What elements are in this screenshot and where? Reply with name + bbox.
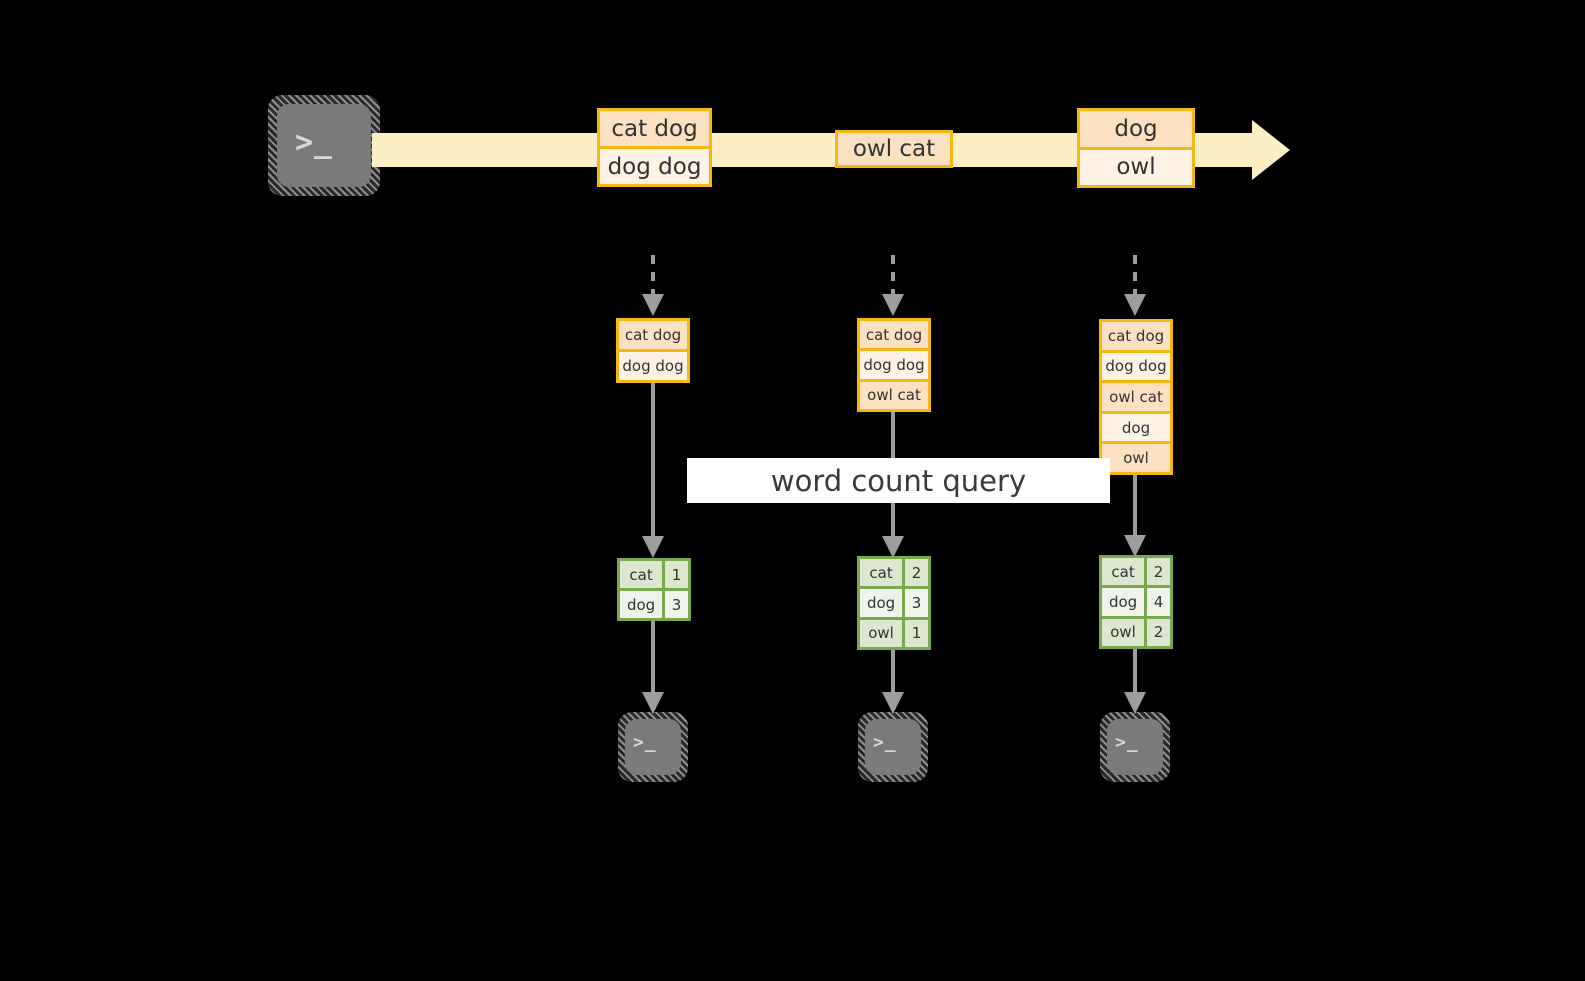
source-terminal-icon: >_ (268, 95, 380, 196)
snapshot-3-input-table: cat dog dog dog owl cat dog owl (1099, 319, 1173, 475)
result-count: 3 (902, 589, 928, 617)
arrow-head (882, 294, 904, 316)
snapshot-input-row: owl (1102, 441, 1170, 472)
result-row: dog 3 (620, 588, 688, 618)
snapshot-input-row: owl cat (860, 378, 928, 409)
terminal-body (277, 104, 371, 187)
terminal-body (865, 719, 921, 775)
snapshot-3-sink-arrow (1123, 649, 1147, 714)
terminal-body (1107, 719, 1163, 775)
record-cell: dog dog (600, 146, 709, 184)
arrow-shaft (1133, 475, 1137, 537)
snapshot-1-sink-terminal-icon: >_ (618, 712, 688, 782)
stream-record-1: cat dog dog dog (597, 108, 712, 187)
result-row: cat 2 (1102, 558, 1170, 586)
snapshot-2-sink-terminal-icon: >_ (858, 712, 928, 782)
stream-record-2: owl cat (835, 130, 953, 168)
record-cell: dog (1080, 111, 1192, 147)
result-count: 4 (1144, 588, 1170, 616)
result-count: 1 (902, 619, 928, 647)
record-cell: cat dog (600, 111, 709, 146)
snapshot-2-input-table: cat dog dog dog owl cat (857, 318, 931, 412)
snapshot-3-sink-terminal-icon: >_ (1100, 712, 1170, 782)
arrow-shaft (891, 650, 895, 694)
result-word: dog (860, 589, 903, 617)
result-count: 2 (1144, 558, 1170, 586)
snapshot-1-result-table: cat 1 dog 3 (617, 558, 691, 621)
terminal-prompt-glyph: >_ (633, 732, 657, 753)
arrow-head (1124, 294, 1146, 316)
snapshot-2-sink-arrow (881, 650, 905, 714)
snapshot-1-sink-arrow (641, 621, 665, 714)
stream-record-3: dog owl (1077, 108, 1195, 188)
result-word: cat (620, 561, 663, 588)
arrow-head (1124, 535, 1146, 557)
stream-to-snapshot-arrow-2 (881, 255, 905, 316)
arrow-shaft (651, 621, 655, 694)
result-word: dog (1102, 588, 1145, 616)
arrow-shaft (651, 255, 655, 299)
result-word: owl (860, 619, 903, 647)
terminal-prompt-glyph: >_ (295, 125, 334, 160)
terminal-prompt-glyph: >_ (1115, 732, 1139, 753)
result-count: 2 (902, 559, 928, 587)
arrow-shaft (651, 383, 655, 538)
result-word: owl (1102, 618, 1145, 646)
stream-to-snapshot-arrow-1 (641, 255, 665, 316)
arrow-shaft (1133, 649, 1137, 694)
snapshot-1-input-table: cat dog dog dog (616, 318, 690, 383)
snapshot-input-row: dog (1102, 410, 1170, 442)
record-cell: owl cat (838, 133, 950, 165)
stream-to-snapshot-arrow-3 (1123, 255, 1147, 316)
result-row: owl 1 (860, 616, 928, 647)
result-row: cat 2 (860, 559, 928, 587)
arrow-head (642, 692, 664, 714)
snapshot-2-result-table: cat 2 dog 3 owl 1 (857, 556, 931, 650)
snapshot-input-row: dog dog (860, 348, 928, 379)
snapshot-3-query-arrow (1123, 475, 1147, 557)
query-label-banner: word count query (687, 458, 1110, 503)
terminal-prompt-glyph: >_ (873, 732, 897, 753)
snapshot-input-row: cat dog (860, 321, 928, 349)
record-cell: owl (1080, 146, 1192, 185)
result-count: 3 (662, 591, 688, 618)
result-count: 2 (1144, 618, 1170, 646)
result-row: dog 3 (860, 586, 928, 617)
snapshot-input-row: cat dog (619, 321, 687, 349)
result-word: dog (620, 591, 663, 618)
arrow-head (642, 294, 664, 316)
arrow-head (642, 536, 664, 558)
result-row: owl 2 (1102, 615, 1170, 646)
snapshot-input-row: owl cat (1102, 380, 1170, 411)
arrow-shaft (1133, 255, 1137, 299)
result-word: cat (860, 559, 903, 587)
result-row: dog 4 (1102, 585, 1170, 616)
snapshot-1-query-arrow (641, 383, 665, 558)
terminal-body (625, 719, 681, 775)
stream-arrowhead (1252, 120, 1290, 180)
snapshot-input-row: cat dog (1102, 322, 1170, 350)
result-row: cat 1 (620, 561, 688, 588)
snapshot-3-result-table: cat 2 dog 4 owl 2 (1099, 555, 1173, 649)
arrow-shaft (891, 255, 895, 299)
arrow-head (1124, 692, 1146, 714)
arrow-head (882, 536, 904, 558)
arrow-head (882, 692, 904, 714)
result-count: 1 (662, 561, 688, 588)
snapshot-input-row: dog dog (1102, 349, 1170, 381)
snapshot-input-row: dog dog (619, 349, 687, 380)
result-word: cat (1102, 558, 1145, 586)
